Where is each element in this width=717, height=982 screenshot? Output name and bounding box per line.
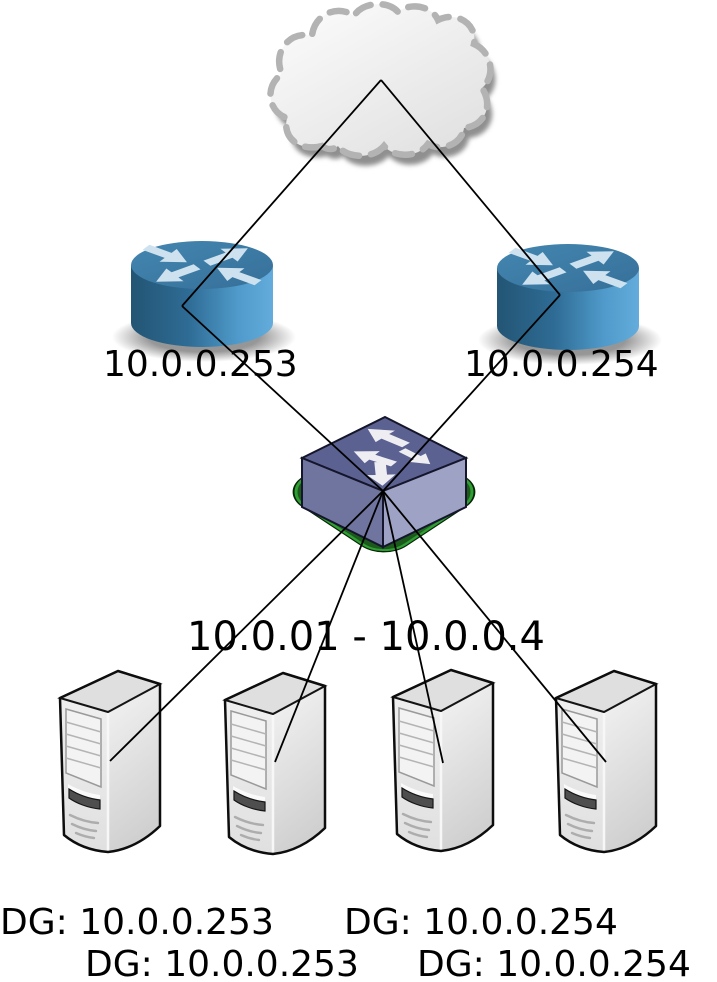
server-3-dg-label: DG: 10.0.0.254 (344, 902, 618, 943)
server-3-icon (391, 668, 495, 853)
router-left-ip-label: 10.0.0.253 (103, 344, 298, 385)
server-2-icon (223, 671, 327, 856)
cloud-icon (270, 4, 496, 166)
server-1-icon (58, 669, 162, 854)
server-4-icon (554, 669, 658, 854)
server-range-label: 10.0.01 - 10.0.0.4 (187, 614, 545, 660)
server-1-dg-label: DG: 10.0.0.253 (0, 902, 274, 943)
server-4-dg-label: DG: 10.0.0.254 (417, 944, 691, 982)
switch-icon (292, 415, 476, 553)
server-2-dg-label: DG: 10.0.0.253 (85, 944, 359, 982)
router-right-ip-label: 10.0.0.254 (464, 344, 659, 385)
